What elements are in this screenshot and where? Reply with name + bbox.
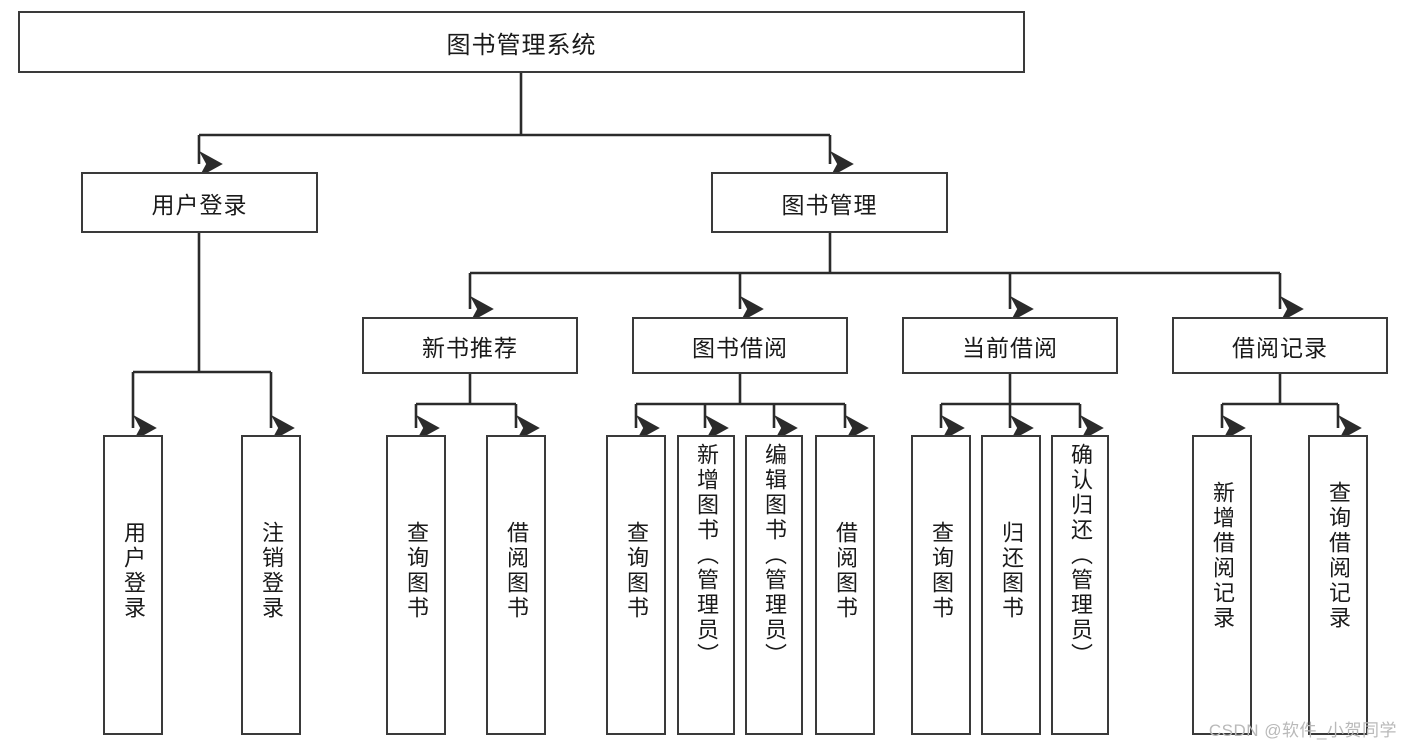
leaf-borrow-book[interactable]: 借阅图书 [815, 435, 875, 735]
leaf-label: 注销登录 [258, 521, 284, 621]
node-borrow-record[interactable]: 借阅记录 [1172, 317, 1388, 374]
leaf-logout[interactable]: 注销登录 [241, 435, 301, 735]
leaf-label: 新增借阅记录 [1209, 481, 1235, 631]
node-label: 借阅记录 [1232, 334, 1328, 361]
node-book-management[interactable]: 图书管理 [711, 172, 948, 233]
node-label: 新书推荐 [422, 334, 518, 361]
leaf-borrow-book-recommend[interactable]: 借阅图书 [486, 435, 546, 735]
leaf-label: 确认归还（管理员） [1067, 443, 1093, 668]
leaf-label: 查询图书 [403, 521, 429, 621]
leaf-query-book-current[interactable]: 查询图书 [911, 435, 971, 735]
node-label: 图书借阅 [692, 334, 788, 361]
leaf-label: 查询图书 [928, 521, 954, 621]
leaf-user-login[interactable]: 用户登录 [103, 435, 163, 735]
leaf-label: 借阅图书 [503, 521, 529, 621]
leaf-label: 编辑图书（管理员） [761, 443, 787, 668]
node-new-book-recommend[interactable]: 新书推荐 [362, 317, 578, 374]
node-label: 图书管理系统 [446, 31, 597, 59]
node-book-borrow[interactable]: 图书借阅 [632, 317, 848, 374]
leaf-label: 新增图书（管理员） [693, 443, 719, 668]
leaf-label: 查询图书 [623, 521, 649, 621]
leaf-confirm-return-admin[interactable]: 确认归还（管理员） [1051, 435, 1109, 735]
leaf-label: 用户登录 [120, 521, 146, 621]
leaf-edit-book-admin[interactable]: 编辑图书（管理员） [745, 435, 803, 735]
csdn-watermark: CSDN @软件_小贺同学 [1208, 721, 1397, 740]
leaf-return-book[interactable]: 归还图书 [981, 435, 1041, 735]
leaf-query-book-borrow[interactable]: 查询图书 [606, 435, 666, 735]
leaf-query-book-recommend[interactable]: 查询图书 [386, 435, 446, 735]
leaf-label: 归还图书 [998, 521, 1024, 621]
leaf-label: 借阅图书 [832, 521, 858, 621]
node-current-borrow[interactable]: 当前借阅 [902, 317, 1118, 374]
leaf-add-borrow-record[interactable]: 新增借阅记录 [1192, 435, 1252, 735]
leaf-add-book-admin[interactable]: 新增图书（管理员） [677, 435, 735, 735]
node-root-book-management-system[interactable]: 图书管理系统 [18, 11, 1025, 73]
node-label: 用户登录 [151, 191, 248, 218]
leaf-label: 查询借阅记录 [1325, 481, 1351, 631]
node-user-login[interactable]: 用户登录 [81, 172, 318, 233]
node-label: 图书管理 [781, 191, 878, 218]
node-label: 当前借阅 [962, 334, 1058, 361]
leaf-query-borrow-record[interactable]: 查询借阅记录 [1308, 435, 1368, 735]
